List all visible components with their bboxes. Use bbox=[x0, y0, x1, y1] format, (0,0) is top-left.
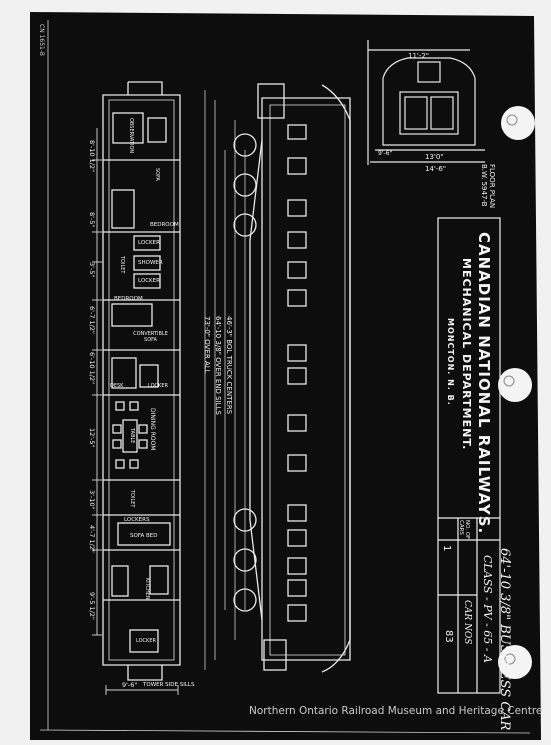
room-label: BEDROOM bbox=[114, 296, 143, 302]
room-label: LOCKERS bbox=[124, 517, 150, 523]
bottom-width-dim-label: TOWER SIDE SILLS bbox=[143, 682, 195, 688]
side-dimension: 4'-7 1/2" bbox=[88, 525, 96, 553]
room-label: SOFA BED bbox=[130, 533, 158, 539]
room-label: TOILET bbox=[119, 256, 125, 274]
room-label: LOCKER bbox=[136, 638, 156, 644]
side-dimension: 9'-5 1/2" bbox=[88, 592, 96, 620]
room-label: LOCKER bbox=[138, 240, 160, 246]
room-label: DESK bbox=[110, 383, 124, 389]
no-of-cars-value: 1 bbox=[441, 545, 452, 552]
floor-plan bbox=[102, 81, 181, 681]
museum-watermark: Northern Ontario Railroad Museum and Her… bbox=[249, 705, 543, 717]
end-view bbox=[367, 40, 485, 165]
corner-label: CN 1651-B bbox=[38, 24, 45, 56]
side-elevation bbox=[233, 83, 351, 673]
department-name: MECHANICAL DEPARTMENT. bbox=[460, 258, 473, 451]
end-sills-dim: 64'-10 3/8" OVER END SILLS bbox=[214, 316, 222, 415]
room-label: SHOWER bbox=[138, 260, 163, 266]
title-block bbox=[437, 217, 501, 694]
end-view-inner-width-dim: 13'0" bbox=[425, 153, 444, 161]
room-label: DINING ROOM bbox=[149, 408, 156, 451]
side-dimension: 3'-10" bbox=[88, 490, 96, 510]
side-dimension: 3'-5" bbox=[88, 262, 96, 278]
side-dimension: 8'-10 1/2" bbox=[88, 140, 96, 173]
floor-plan-dimensions bbox=[92, 128, 179, 695]
car-class: CLASS - PV - 65 - A bbox=[481, 555, 494, 663]
binder-hole-top bbox=[501, 106, 535, 140]
room-label: TABLE bbox=[129, 428, 135, 444]
binder-hole-middle bbox=[498, 368, 532, 402]
end-view-small-dim: 9'-6" bbox=[378, 150, 393, 157]
floor-plan-label: FLOOR PLAN bbox=[488, 164, 496, 209]
room-label: BEDROOM bbox=[150, 222, 179, 228]
car-nos-label: CAR NOS bbox=[462, 600, 472, 645]
truck-centers-dim: 46'-3" BOL TRUCK CENTERS bbox=[225, 316, 233, 415]
location-text: MONCTON. N. B. bbox=[446, 318, 455, 406]
car-title: 64'-10 3/8" BUSINESS CAR bbox=[497, 548, 512, 731]
end-view-top-dim: 11'-2" bbox=[408, 52, 430, 60]
side-dimension: 8'-5" bbox=[88, 212, 96, 228]
car-nos-value: 83 bbox=[443, 630, 454, 643]
overall-length-dim: 73'-0" OVER ALL bbox=[203, 316, 211, 374]
room-label: CONVERTIBLE SOFA bbox=[133, 331, 168, 343]
blueprint-background bbox=[30, 12, 541, 740]
room-label: KITCHEN bbox=[144, 578, 150, 600]
room-label: LOCKER bbox=[148, 383, 168, 389]
drawing-number: B.W. 5947-B bbox=[480, 164, 488, 207]
side-dimension: 6'-10 1/2" bbox=[88, 352, 96, 385]
end-view-outer-width-dim: 14'-6" bbox=[425, 165, 447, 173]
room-label: OBSERVATION bbox=[128, 118, 134, 154]
side-dimension: 12'-5" bbox=[88, 428, 96, 448]
company-name: CANADIAN NATIONAL RAILWAYS. bbox=[475, 232, 493, 535]
binder-hole-bottom bbox=[498, 645, 532, 679]
room-label: TOILET bbox=[129, 490, 135, 508]
side-dimension: 6'-7 1/2" bbox=[88, 306, 96, 334]
no-of-cars-label: NO. OF CARS bbox=[458, 520, 470, 540]
room-label: SOFA bbox=[154, 168, 160, 181]
room-label: LOCKER bbox=[138, 278, 160, 284]
bottom-width-dim: 9'-6" bbox=[122, 681, 138, 689]
overall-dimension-lines bbox=[204, 90, 246, 670]
sheet-border-lines bbox=[39, 20, 531, 734]
